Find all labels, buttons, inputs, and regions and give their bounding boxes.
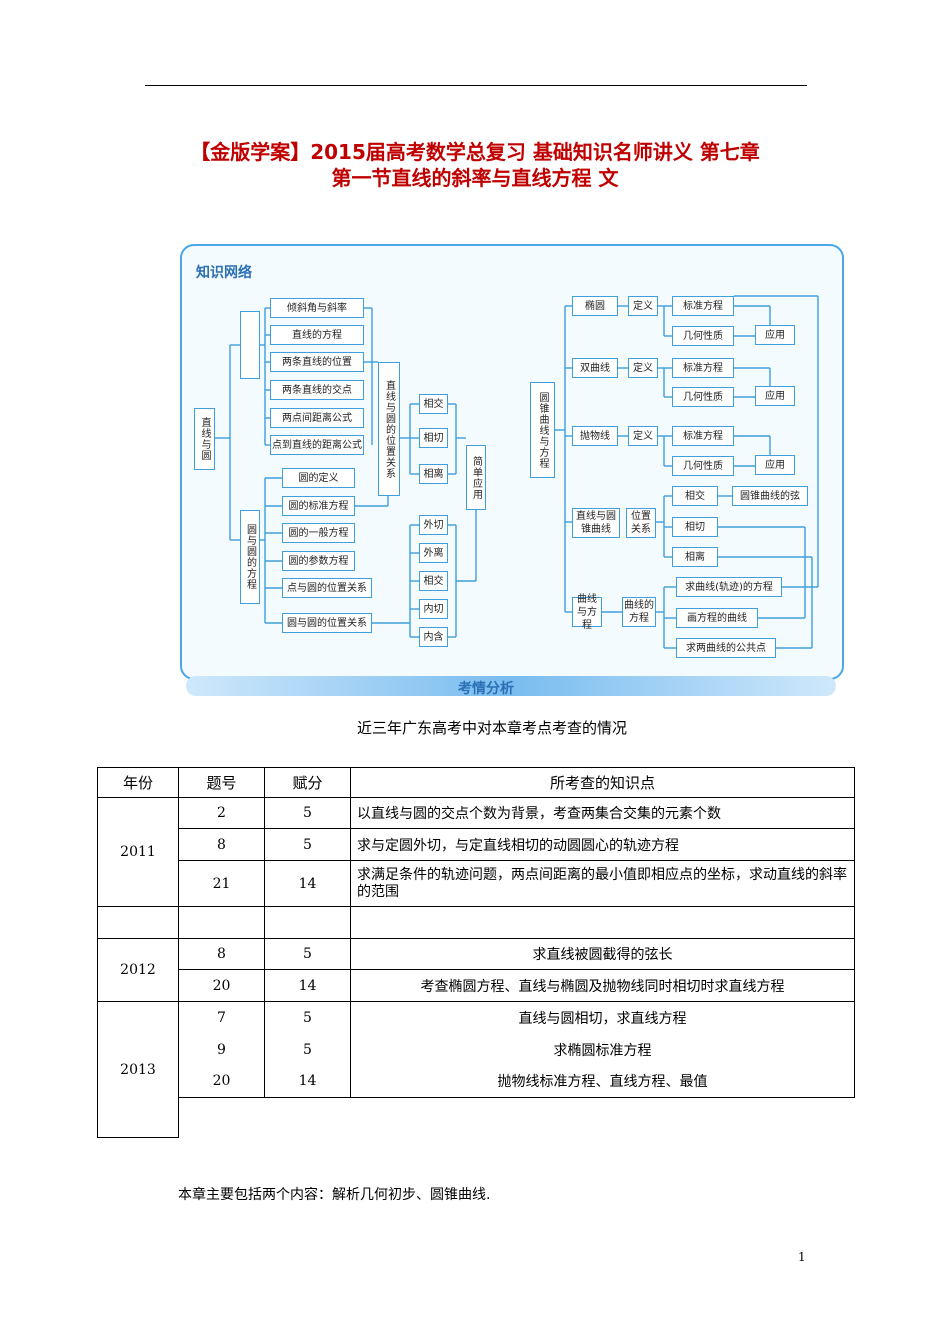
knowledge-cell: 求与定圆外切，与定直线相切的动圆圆心的轨迹方程 (350, 828, 855, 861)
node-chord: 圆锥曲线的弦 (732, 486, 808, 506)
node-std-1: 标准方程 (672, 296, 734, 316)
title-line-1: 【金版学案】2015届高考数学总复习 基础知识名师讲义 第七章 (190, 140, 760, 164)
node-line-group (240, 311, 260, 379)
node-cc-4: 内切 (419, 599, 448, 619)
node-lc-intersect: 相交 (419, 394, 448, 414)
score-cell: 5 (264, 828, 351, 861)
node-line-circle-relation: 直线与圆的位置关系 (378, 362, 400, 496)
knowledge-cell: 求椭圆标准方程 (350, 1033, 855, 1066)
node-ce-3: 求两曲线的公共点 (676, 638, 776, 658)
question-cell: 2 (178, 797, 265, 829)
node-std-3: 标准方程 (672, 426, 734, 446)
node-circle-item-4: 圆的参数方程 (282, 551, 355, 571)
node-ce-1: 求曲线(轨迹)的方程 (676, 577, 782, 597)
node-simple-app: 简单应用 (466, 445, 486, 510)
year-cell: 2011 (97, 797, 179, 907)
year-cell: 2013 (97, 1001, 179, 1138)
node-geo-3: 几何性质 (672, 456, 734, 476)
year-cell: 2012 (97, 938, 179, 1002)
node-lcn-3: 相离 (672, 547, 718, 567)
node-line-circle: 直线与圆 (194, 408, 215, 470)
score-cell: 5 (264, 797, 351, 829)
empty-cell (178, 1097, 855, 1138)
node-line-item-5: 两点间距离公式 (270, 408, 364, 428)
page-number: 1 (798, 1250, 806, 1264)
question-cell: 8 (178, 938, 265, 970)
table-caption: 近三年广东高考中对本章考点考查的情况 (356, 719, 627, 737)
knowledge-cell: 以直线与圆的交点个数为背景，考查两集合交集的元素个数 (350, 797, 855, 829)
header-score: 赋分 (264, 767, 351, 798)
score-cell: 5 (264, 938, 351, 970)
node-lcn-1: 相交 (672, 486, 718, 506)
node-cc-3: 相交 (419, 571, 448, 591)
knowledge-cell: 求直线被圆截得的弦长 (350, 938, 855, 970)
header-knowledge: 所考查的知识点 (350, 767, 855, 798)
node-std-2: 标准方程 (672, 358, 734, 378)
node-def-3: 定义 (628, 426, 658, 446)
node-parabola: 抛物线 (572, 426, 618, 446)
header-year: 年份 (97, 767, 179, 798)
question-cell: 7 (178, 1001, 265, 1034)
node-line-item-3: 两条直线的位置 (270, 352, 364, 372)
node-app-2: 应用 (755, 386, 795, 406)
node-geo-1: 几何性质 (672, 326, 734, 346)
node-circle-item-3: 圆的一般方程 (282, 523, 355, 543)
header-rule (145, 85, 807, 86)
question-cell: 9 (178, 1033, 265, 1066)
empty-cell (264, 906, 351, 939)
knowledge-cell: 直线与圆相切，求直线方程 (350, 1001, 855, 1034)
node-app-3: 应用 (755, 455, 795, 475)
question-cell: 8 (178, 828, 265, 861)
knowledge-cell: 求满足条件的轨迹问题，两点间距离的最小值即相应点的坐标，求动直线的斜率的范围 (350, 860, 855, 907)
score-cell: 14 (264, 860, 351, 907)
node-cc-5: 内含 (419, 627, 448, 647)
header-question: 题号 (178, 767, 265, 798)
question-cell: 20 (178, 969, 265, 1002)
knowledge-cell: 抛物线标准方程、直线方程、最值 (350, 1065, 855, 1098)
node-ce-2: 画方程的曲线 (676, 608, 758, 628)
node-lc-tangent: 相切 (419, 428, 448, 448)
node-line-item-4: 两条直线的交点 (270, 380, 364, 400)
node-lcn-2: 相切 (672, 517, 718, 537)
question-cell: 21 (178, 860, 265, 907)
question-cell: 20 (178, 1065, 265, 1098)
node-circle-item-2: 圆的标准方程 (282, 496, 355, 516)
knowledge-cell: 考查椭圆方程、直线与椭圆及抛物线同时相切时求直线方程 (350, 969, 855, 1002)
node-line-conic: 直线与圆锥曲线 (572, 508, 620, 538)
node-def-2: 定义 (628, 358, 658, 378)
node-lc-separate: 相离 (419, 464, 448, 484)
empty-cell (350, 906, 855, 939)
node-line-item-2: 直线的方程 (270, 325, 364, 345)
node-pos-rel: 位置关系 (626, 508, 656, 538)
node-curve-of-eq: 曲线的方程 (622, 597, 656, 627)
title-line-2: 第一节直线的斜率与直线方程 文 (331, 166, 619, 190)
node-geo-2: 几何性质 (672, 387, 734, 407)
node-def-1: 定义 (628, 296, 658, 316)
empty-cell (178, 906, 265, 939)
score-cell: 5 (264, 1033, 351, 1066)
node-circle-item-6: 圆与圆的位置关系 (282, 613, 372, 633)
node-circle-item-1: 圆的定义 (282, 468, 355, 488)
node-circle-eq: 圆与圆的方程 (240, 510, 260, 604)
diagram-connectors (215, 295, 819, 649)
node-cc-2: 外离 (419, 543, 448, 563)
node-cc-1: 外切 (419, 515, 448, 535)
knowledge-network-title: 知识网络 (196, 265, 252, 281)
node-line-item-6: 点到直线的距离公式 (270, 435, 364, 455)
node-curve-eq: 曲线与方程 (572, 594, 602, 631)
score-cell: 14 (264, 969, 351, 1002)
chapter-summary: 本章主要包括两个内容：解析几何初步、圆锥曲线. (178, 1187, 491, 1203)
exam-analysis-table: 年份 题号 赋分 所考查的知识点 2011 2 5 以直线与圆的交点个数为背景，… (97, 767, 855, 1138)
node-ellipse: 椭圆 (572, 296, 618, 316)
score-cell: 14 (264, 1065, 351, 1098)
analysis-title: 考情分析 (458, 681, 514, 697)
node-conic: 圆锥曲线与方程 (530, 382, 555, 478)
analysis-banner (186, 676, 836, 696)
node-app-1: 应用 (755, 325, 795, 345)
empty-cell (97, 906, 179, 939)
node-line-item-1: 倾斜角与斜率 (270, 298, 364, 318)
node-hyperbola: 双曲线 (572, 358, 618, 378)
score-cell: 5 (264, 1001, 351, 1034)
node-circle-item-5: 点与圆的位置关系 (282, 578, 372, 598)
